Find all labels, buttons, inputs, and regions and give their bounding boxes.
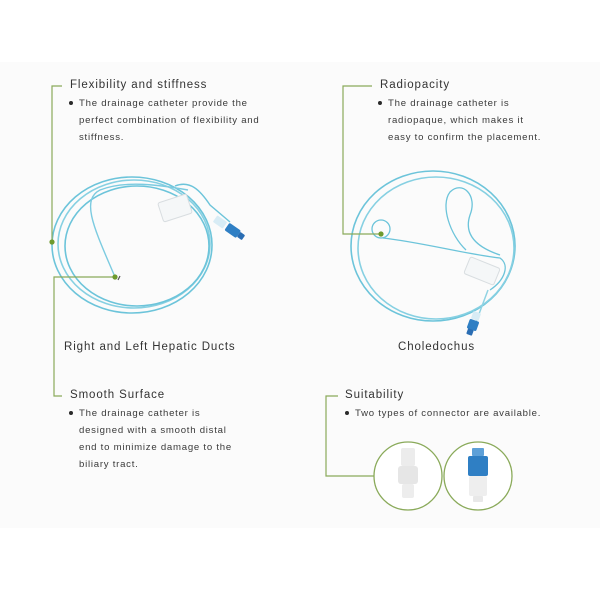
marker-dot <box>378 231 384 237</box>
section-text-flexibility: The drainage catheter provide the perfec… <box>69 95 259 146</box>
marker-dot <box>49 239 55 245</box>
section-text-radiopacity: The drainage catheter is radiopaque, whi… <box>378 95 541 146</box>
catheter-choledochus-connector-icon <box>466 311 481 336</box>
bullet-icon <box>69 411 73 415</box>
section-title-radiopacity: Radiopacity <box>380 79 450 91</box>
bullet-icon <box>378 101 382 105</box>
white-connector-icon <box>373 441 443 511</box>
section-text-smooth-surface: The drainage catheter is designed with a… <box>69 405 232 473</box>
bullet-icon <box>69 101 73 105</box>
section-title-smooth-surface: Smooth Surface <box>70 389 166 401</box>
section-title-flexibility: Flexibility and stiffness <box>70 79 208 91</box>
catheter-hepatic-clamp-icon <box>157 193 193 223</box>
marker-dot <box>112 274 118 280</box>
blue-connector-icon <box>443 441 513 511</box>
caption-choledochus: Choledochus <box>398 341 476 353</box>
section-title-suitability: Suitability <box>345 389 405 401</box>
catheter-hepatic-icon <box>51 176 231 314</box>
leader-lines <box>51 85 381 477</box>
caption-hepatic-ducts: Right and Left Hepatic Ducts <box>64 341 236 353</box>
catheter-choledochus-clamp-icon <box>463 256 501 286</box>
catheter-hepatic-connector-icon <box>213 215 245 240</box>
catheter-choledochus-icon <box>350 170 516 323</box>
section-text-suitability: Two types of connector are available. <box>345 405 541 422</box>
bullet-icon <box>345 411 349 415</box>
